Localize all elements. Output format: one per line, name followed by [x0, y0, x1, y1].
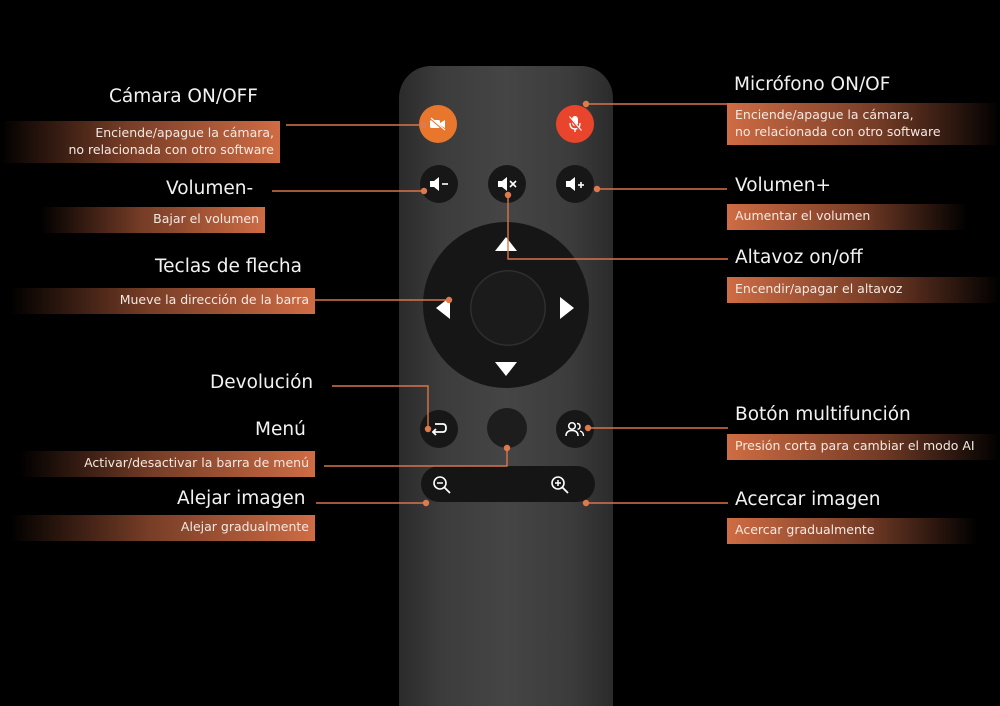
- zoom-in-icon: [551, 476, 569, 494]
- arrow-left-icon[interactable]: [436, 297, 450, 319]
- return-icon: [431, 423, 447, 436]
- camera-button[interactable]: [419, 105, 457, 143]
- volume-down-button[interactable]: [420, 165, 458, 203]
- menu-title: Menú: [255, 419, 306, 440]
- camera-off-icon: [429, 117, 446, 131]
- camera-title: Cámara ON/OFF: [109, 86, 258, 107]
- dpad-center-button[interactable]: [470, 270, 546, 346]
- menu-button[interactable]: [487, 408, 527, 448]
- speaker-mute-icon: [498, 177, 517, 191]
- camera-desc-line2: no relacionada con otro software: [68, 142, 274, 157]
- volume-up-desc: Aumentar el volumen: [727, 204, 967, 230]
- microphone-button[interactable]: [556, 105, 594, 143]
- microphone-desc-line2: no relacionada con otro software: [735, 124, 941, 139]
- multifunction-title: Botón multifunción: [735, 404, 911, 425]
- return-button[interactable]: [420, 410, 458, 448]
- arrow-down-icon[interactable]: [495, 362, 517, 376]
- zoom-in-desc: Acercar gradualmente: [727, 518, 977, 544]
- mic-off-icon: [568, 116, 582, 132]
- arrows-title: Teclas de flecha: [155, 256, 302, 277]
- arrow-up-icon[interactable]: [495, 237, 517, 251]
- menu-desc: Activar/desactivar la barra de menú: [20, 451, 315, 477]
- volume-down-icon: [430, 177, 448, 191]
- microphone-title: Micrófono ON/OF: [734, 74, 891, 95]
- volume-up-icon: [566, 177, 584, 191]
- volume-up-button[interactable]: [556, 165, 594, 203]
- speaker-title: Altavoz on/off: [735, 247, 863, 268]
- microphone-desc: Enciende/apague la cámara, no relacionad…: [727, 103, 1000, 145]
- arrows-desc: Mueve la dirección de la barra: [10, 288, 315, 314]
- return-title: Devolución: [210, 372, 314, 393]
- speaker-desc: Encendir/apagar el altavoz: [727, 277, 1000, 303]
- zoom-out-title: Alejar imagen: [177, 488, 306, 509]
- zoom-in-title: Acercar imagen: [735, 489, 881, 510]
- zoom-out-icon: [433, 476, 451, 494]
- camera-desc-line1: Enciende/apague la cámara,: [95, 125, 274, 140]
- microphone-desc-line1: Enciende/apague la cámara,: [735, 107, 914, 122]
- zoom-out-desc: Alejar gradualmente: [10, 515, 315, 541]
- people-icon: [565, 421, 585, 437]
- zoom-out-button[interactable]: [431, 474, 453, 496]
- volume-up-title: Volumen+: [735, 175, 832, 196]
- diagram: Cámara ON/OFF Enciende/apague la cámara,…: [0, 66, 1000, 706]
- volume-down-desc: Bajar el volumen: [40, 207, 265, 233]
- multifunction-button[interactable]: [556, 410, 594, 448]
- multifunction-desc: Presión corta para cambiar el modo AI: [727, 434, 1000, 460]
- arrow-right-icon[interactable]: [560, 297, 574, 319]
- speaker-mute-button[interactable]: [488, 165, 526, 203]
- camera-desc: Enciende/apague la cámara, no relacionad…: [0, 121, 280, 163]
- volume-down-title: Volumen-: [166, 178, 254, 199]
- zoom-in-button[interactable]: [549, 474, 571, 496]
- zoom-rocker: [421, 466, 595, 502]
